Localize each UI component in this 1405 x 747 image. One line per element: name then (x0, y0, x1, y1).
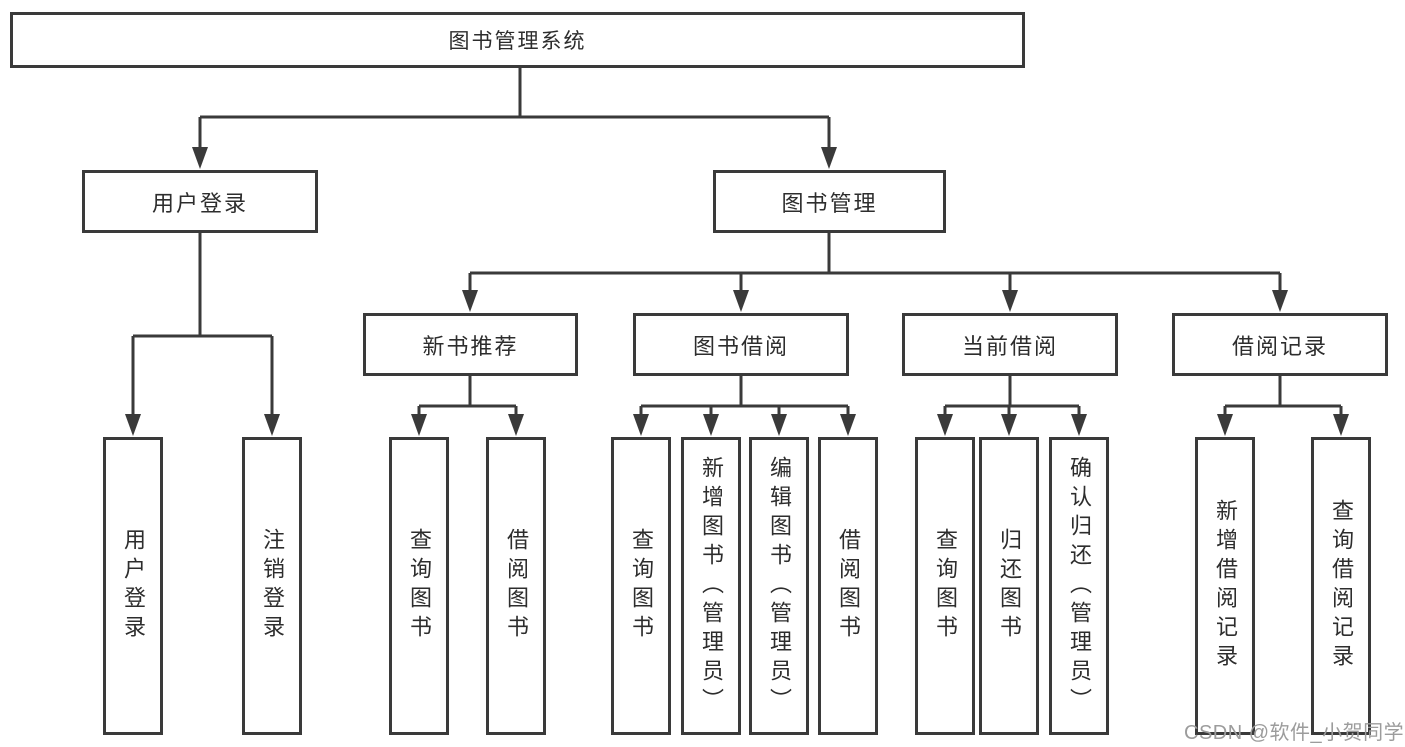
arrowhead (633, 414, 649, 436)
connector-root-to-level2 (192, 66, 837, 169)
node-logout-action: 注销登录 (242, 437, 302, 735)
arrowhead (462, 290, 478, 312)
arrowhead (733, 290, 749, 312)
arrowhead (703, 414, 719, 436)
node-add-books-admin: 新增图书（管理员） (681, 437, 741, 735)
arrowhead (1272, 290, 1288, 312)
node-new-book-recommend: 新书推荐 (363, 313, 578, 376)
node-edit-books-admin: 编辑图书（管理员） (749, 437, 809, 735)
connector-current-borrow-children (937, 374, 1087, 436)
node-query-books-under-recommend: 查询图书 (389, 437, 449, 735)
arrowhead (264, 414, 280, 436)
arrowhead (192, 147, 208, 169)
node-query-borrow-record: 查询借阅记录 (1311, 437, 1371, 735)
connector-book-management-children (462, 231, 1288, 312)
arrowhead (125, 414, 141, 436)
connector-book-borrow-children (633, 374, 856, 436)
node-borrow-books-under-borrow: 借阅图书 (818, 437, 878, 735)
node-confirm-return-admin: 确认归还（管理员） (1049, 437, 1109, 735)
node-query-books-under-borrow: 查询图书 (611, 437, 671, 735)
arrowhead (1001, 414, 1017, 436)
arrowhead (508, 414, 524, 436)
arrowhead (1333, 414, 1349, 436)
connector-user-login-children (125, 231, 280, 436)
arrowhead (771, 414, 787, 436)
node-user-login: 用户登录 (82, 170, 318, 233)
arrowhead (840, 414, 856, 436)
node-book-borrow: 图书借阅 (633, 313, 849, 376)
node-current-borrow: 当前借阅 (902, 313, 1118, 376)
arrowhead (821, 147, 837, 169)
csdn-watermark: CSDN @软件_小贺同学 (1184, 722, 1405, 744)
node-borrow-records: 借阅记录 (1172, 313, 1388, 376)
connector-new-book-recommend-children (411, 374, 524, 436)
node-query-books-under-current: 查询图书 (915, 437, 975, 735)
arrowhead (411, 414, 427, 436)
node-root-library-system: 图书管理系统 (10, 12, 1025, 68)
connector-borrow-records-children (1217, 374, 1349, 436)
node-add-borrow-record: 新增借阅记录 (1195, 437, 1255, 735)
node-user-login-action: 用户登录 (103, 437, 163, 735)
arrowhead (1002, 290, 1018, 312)
node-book-management: 图书管理 (713, 170, 946, 233)
node-borrow-books-under-recommend: 借阅图书 (486, 437, 546, 735)
arrowhead (1217, 414, 1233, 436)
node-return-books: 归还图书 (979, 437, 1039, 735)
arrowhead (937, 414, 953, 436)
arrowhead (1071, 414, 1087, 436)
